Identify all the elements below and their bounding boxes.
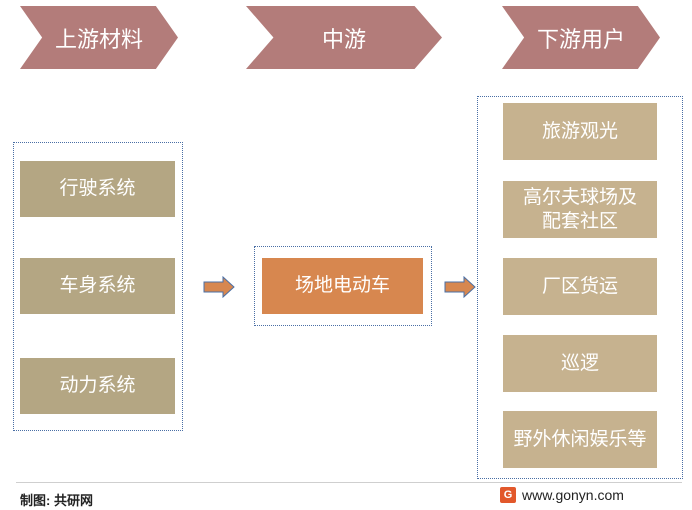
arrow-right-icon: [444, 276, 476, 298]
footer-site: G www.gonyn.com: [500, 487, 624, 503]
header-upstream: 上游材料: [20, 6, 178, 69]
header-midstream: 中游: [246, 6, 442, 69]
footer-credit: 制图: 共研网: [20, 493, 93, 508]
header-downstream: 下游用户: [502, 6, 660, 69]
midstream-item-field-ev: 场地电动车: [262, 258, 423, 314]
midstream-group: [254, 246, 432, 326]
downstream-item-leisure: 野外休闲娱乐等: [503, 411, 657, 468]
arrow-right-icon: [203, 276, 235, 298]
gonyn-logo-icon: G: [500, 487, 516, 503]
upstream-item-driving-system: 行驶系统: [20, 161, 175, 217]
downstream-item-freight: 厂区货运: [503, 258, 657, 315]
upstream-item-body-system: 车身系统: [20, 258, 175, 314]
footer-site-url: www.gonyn.com: [522, 487, 624, 503]
downstream-item-golf: 高尔夫球场及配套社区: [503, 181, 657, 238]
upstream-group: [13, 142, 183, 431]
downstream-item-tourism: 旅游观光: [503, 103, 657, 160]
downstream-item-patrol: 巡逻: [503, 335, 657, 392]
upstream-item-power-system: 动力系统: [20, 358, 175, 414]
footer-divider: [16, 482, 682, 483]
downstream-group: [477, 96, 683, 479]
